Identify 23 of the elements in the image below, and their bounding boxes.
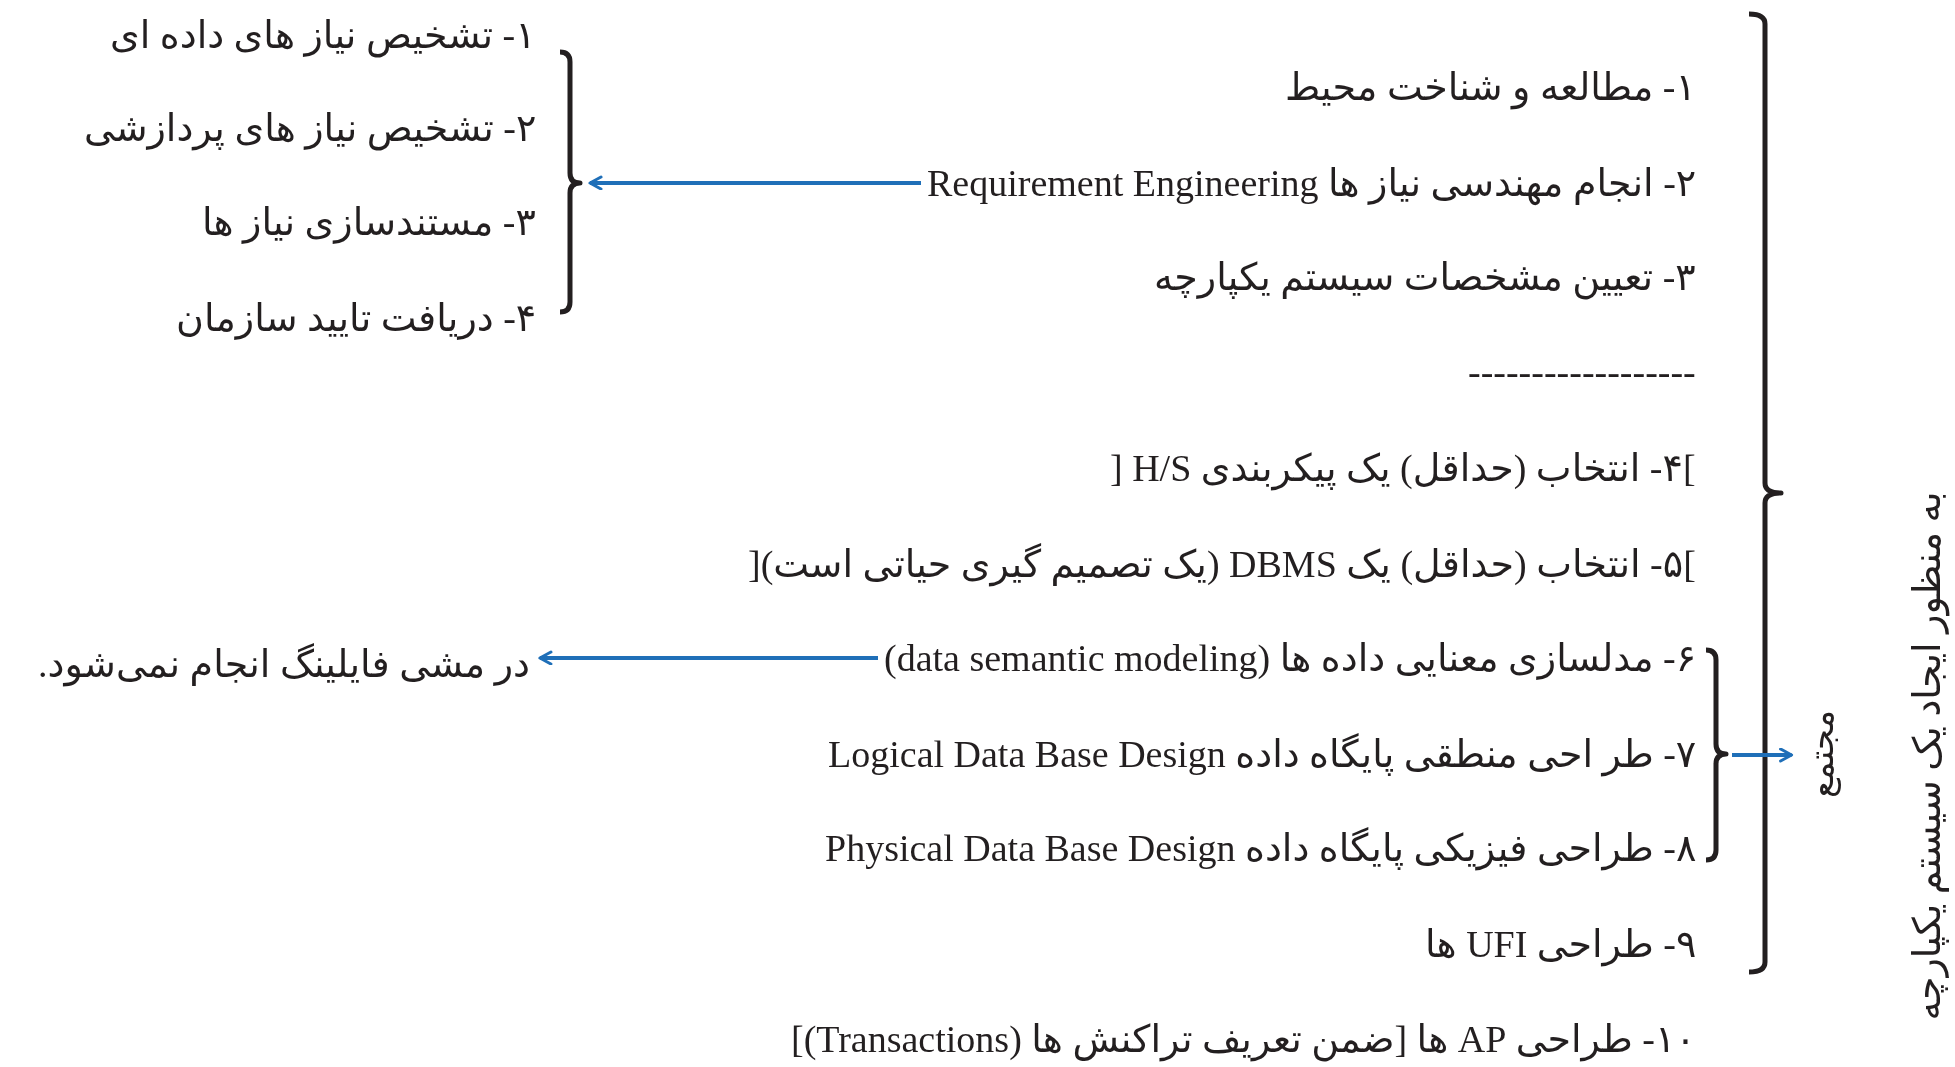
arrow — [538, 650, 878, 666]
list-item: ۱۰- طراحی AP ها [ضمن تعریف تراکنش ها (Transactions)] — [791, 1015, 1696, 1063]
curly-brace — [1705, 647, 1729, 863]
list-item: ۴- دریافت تایید سازمان — [176, 294, 537, 342]
rotated-label: مجتمع — [1797, 709, 1846, 799]
arrow — [1732, 747, 1794, 763]
list-item: ]۴- انتخاب (حداقل) یک پیکربندی H/S [ — [1110, 444, 1696, 492]
list-item: ۳- تعیین مشخصات سیستم یکپارچه — [1154, 253, 1696, 301]
list-item: ۲- تشخیص نیاز های پردازشی — [84, 104, 537, 152]
curly-brace — [559, 49, 583, 315]
list-item: ۱- مطالعه و شناخت محیط — [1285, 63, 1696, 111]
list-item: ۱- تشخیص نیاز های داده ای — [110, 11, 536, 59]
separator-text: ------------------ — [1468, 350, 1696, 395]
list-item: ۹- طراحی UFI ها — [1425, 920, 1697, 968]
note-text: در مشی فایلینگ انجام نمی‌شود. — [38, 640, 530, 688]
list-item: ۷- طر احی منطقی پایگاه داده Logical Data Base Design — [828, 730, 1697, 778]
rotated-label: به منظور ایجاد یک سیستم یکپارچه — [1905, 491, 1951, 1021]
list-item: ۲- انجام مهندسی نیاز ها Requirement Engineering — [927, 159, 1697, 207]
list-item: ۶- مدلسازی معنایی داده ها (data semantic modeling) — [884, 634, 1697, 682]
arrow — [588, 175, 921, 191]
list-item: ۸- طراحی فیزیکی پایگاه داده Physical Data Base Design — [825, 824, 1697, 872]
list-item: ]۵- انتخاب (حداقل) یک DBMS (یک تصمیم گیری حیاتی است)[ — [748, 540, 1696, 588]
list-item: ۳- مستندسازی نیاز ها — [202, 198, 536, 246]
